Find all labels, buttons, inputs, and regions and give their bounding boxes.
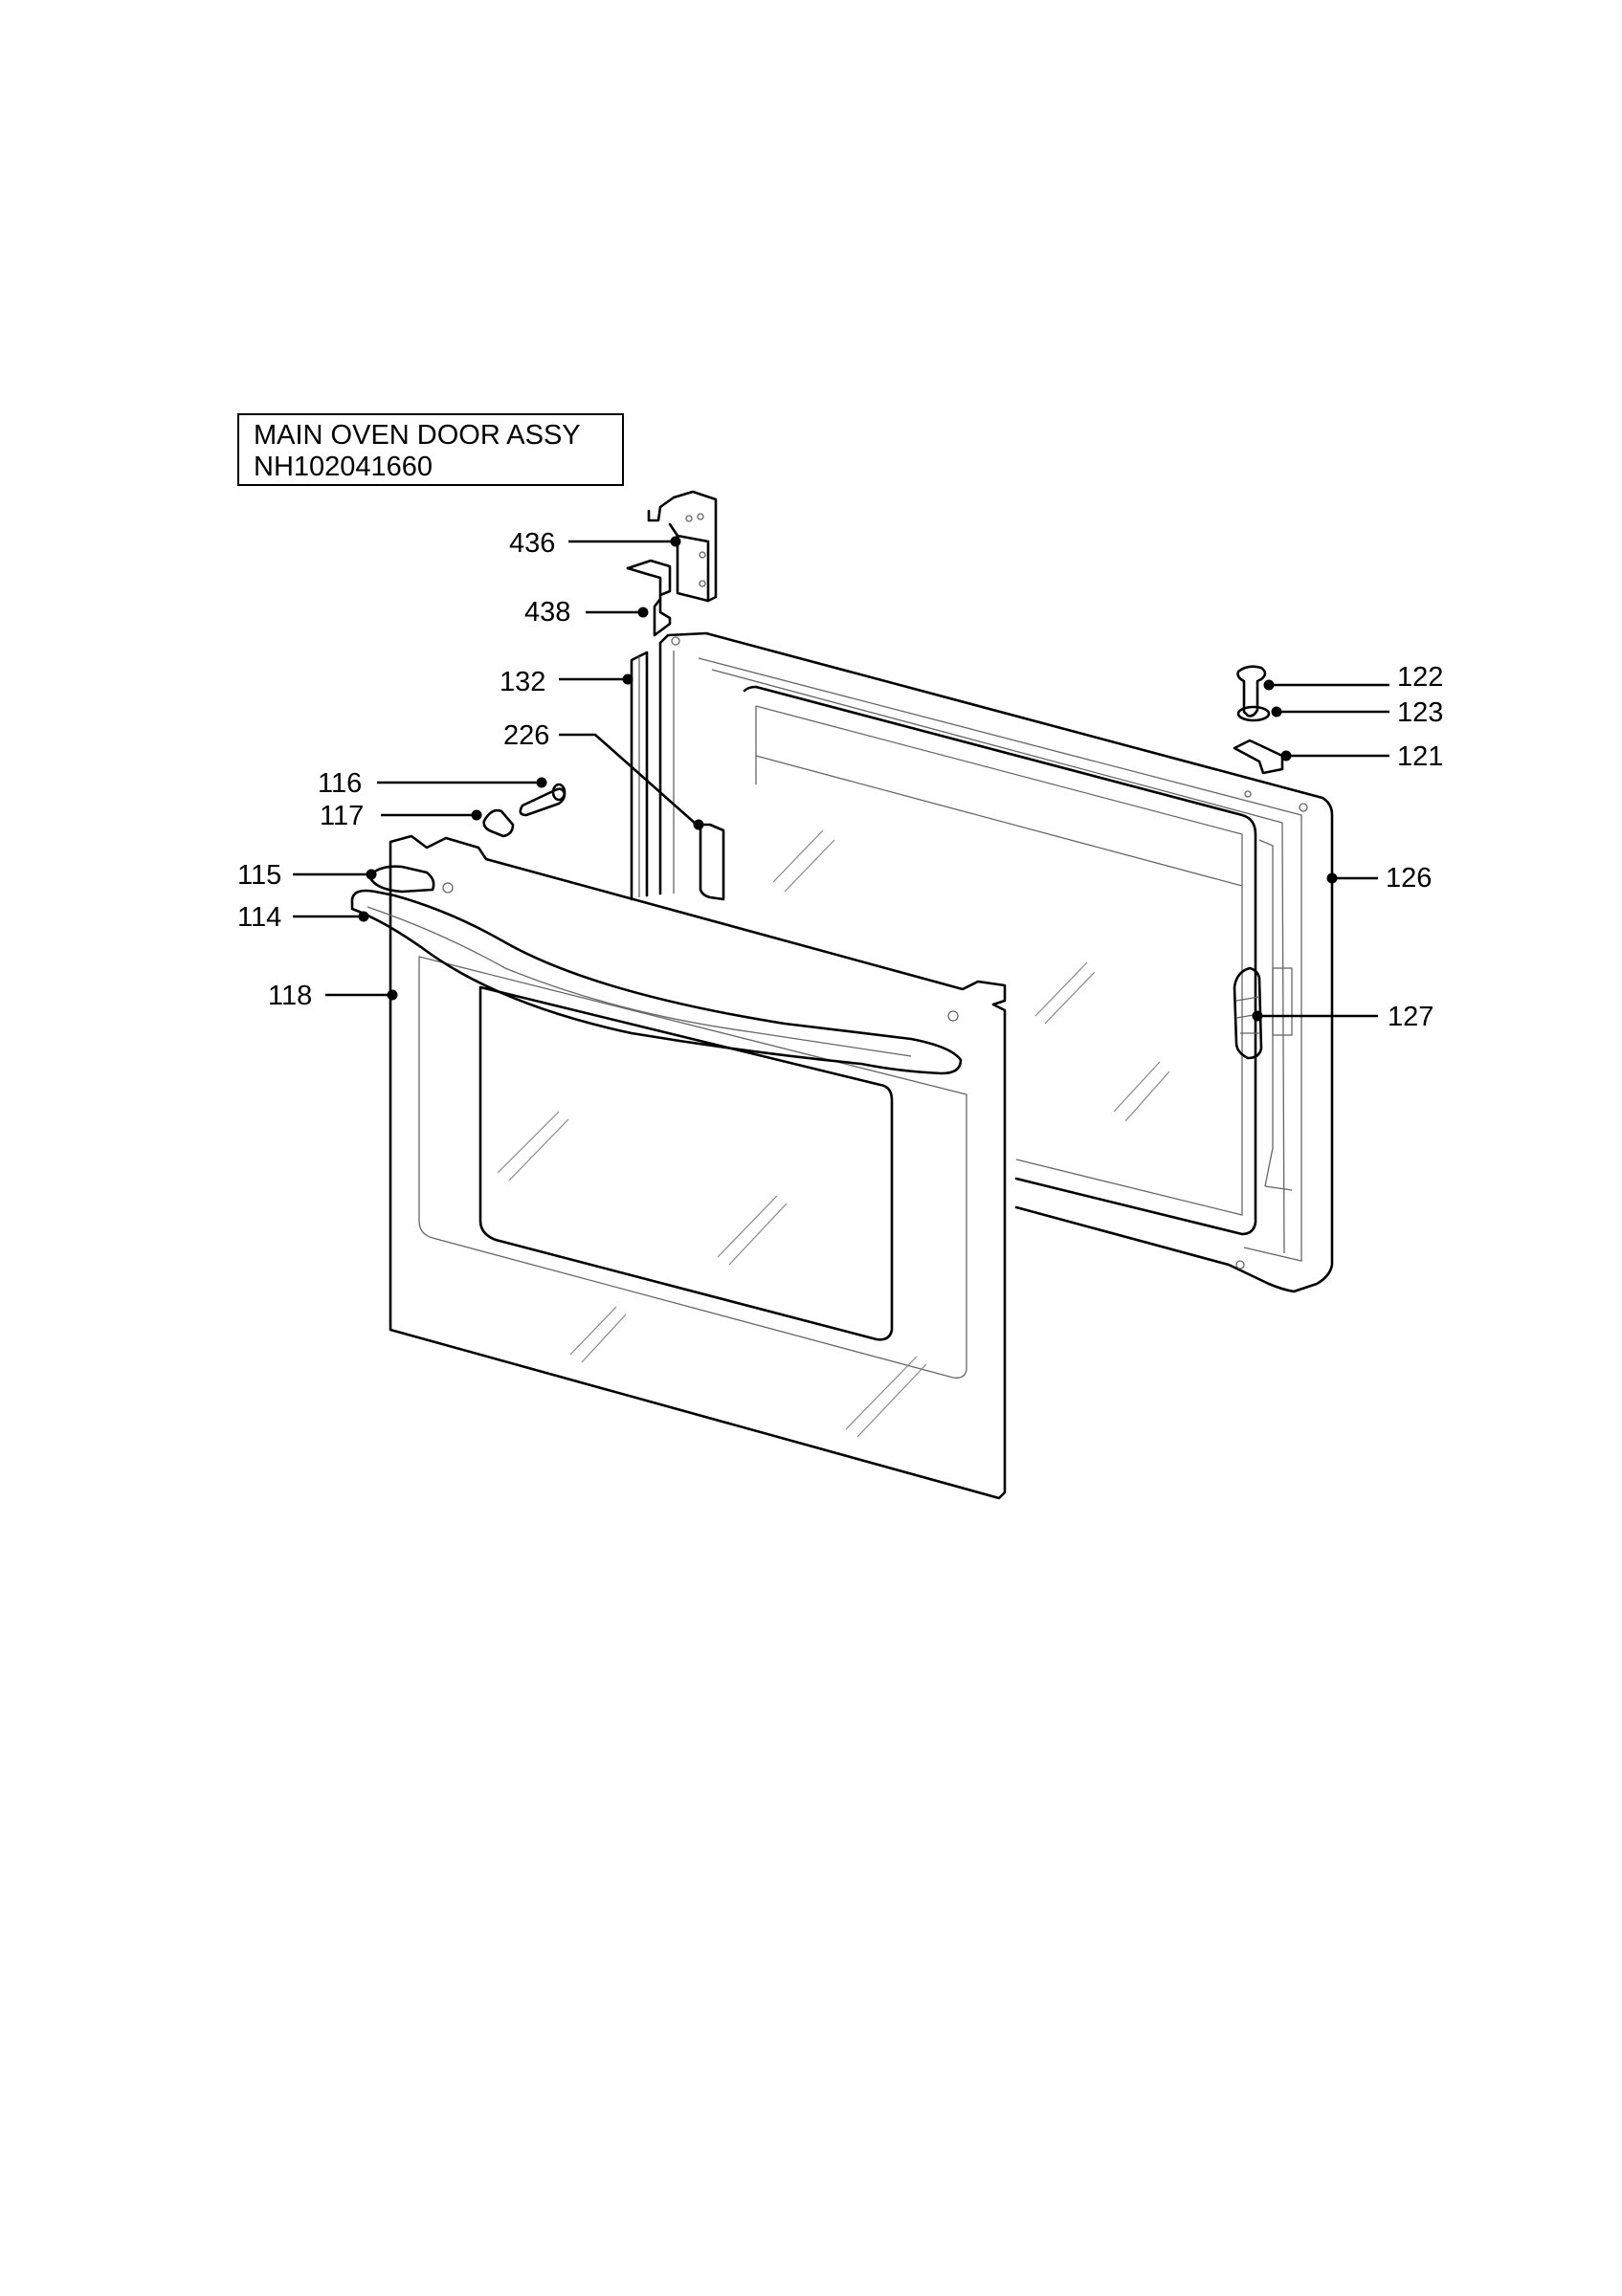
callout-122: 122 — [1263, 662, 1443, 693]
callout-123: 123 — [1271, 697, 1443, 728]
callout-label-436: 436 — [509, 528, 555, 559]
callout-label-115: 115 — [237, 860, 281, 891]
callout-118: 118 — [268, 981, 398, 1011]
handle-end-cap — [367, 865, 435, 894]
callouts: 436 438 132 226 116 117 — [237, 528, 1443, 1032]
assembly-title-box: MAIN OVEN DOOR ASSY NH102041660 — [237, 413, 624, 486]
callout-126: 126 — [1326, 863, 1432, 894]
inner-door-frame — [658, 631, 1334, 1293]
outer-door-panel — [389, 834, 1007, 1500]
callout-127: 127 — [1252, 1002, 1433, 1032]
callout-label-127: 127 — [1388, 1002, 1433, 1032]
retaining-clip — [1233, 739, 1284, 775]
side-trim-strip — [630, 651, 649, 901]
callout-label-126: 126 — [1386, 863, 1432, 894]
callout-226: 226 — [503, 720, 704, 830]
callout-label-438: 438 — [524, 597, 570, 628]
handle-spacer — [482, 808, 515, 838]
assembly-part-number: NH102041660 — [254, 452, 433, 482]
callout-436: 436 — [509, 528, 681, 559]
callout-114: 114 — [237, 902, 369, 933]
assembly-name: MAIN OVEN DOOR ASSY — [254, 420, 581, 451]
callout-label-118: 118 — [268, 981, 312, 1011]
door-pad — [699, 823, 725, 901]
callout-438: 438 — [524, 597, 649, 628]
callout-117: 117 — [320, 801, 482, 831]
callout-132: 132 — [500, 667, 633, 697]
door-handle — [350, 889, 963, 1075]
callout-121: 121 — [1280, 741, 1443, 772]
callout-label-122: 122 — [1397, 662, 1443, 693]
callout-label-226: 226 — [503, 720, 549, 751]
callout-label-116: 116 — [318, 768, 362, 799]
callout-label-117: 117 — [320, 801, 364, 831]
top-washer — [1236, 705, 1271, 722]
callout-label-114: 114 — [237, 902, 281, 933]
callout-label-121: 121 — [1397, 741, 1443, 772]
handle-screw — [519, 783, 567, 817]
callout-116: 116 — [318, 768, 547, 799]
callout-label-123: 123 — [1397, 697, 1443, 728]
top-screw — [1236, 665, 1267, 718]
door-hinge — [647, 490, 718, 603]
callout-label-132: 132 — [500, 667, 545, 697]
callout-115: 115 — [237, 860, 377, 891]
hinge-bracket — [626, 559, 672, 637]
